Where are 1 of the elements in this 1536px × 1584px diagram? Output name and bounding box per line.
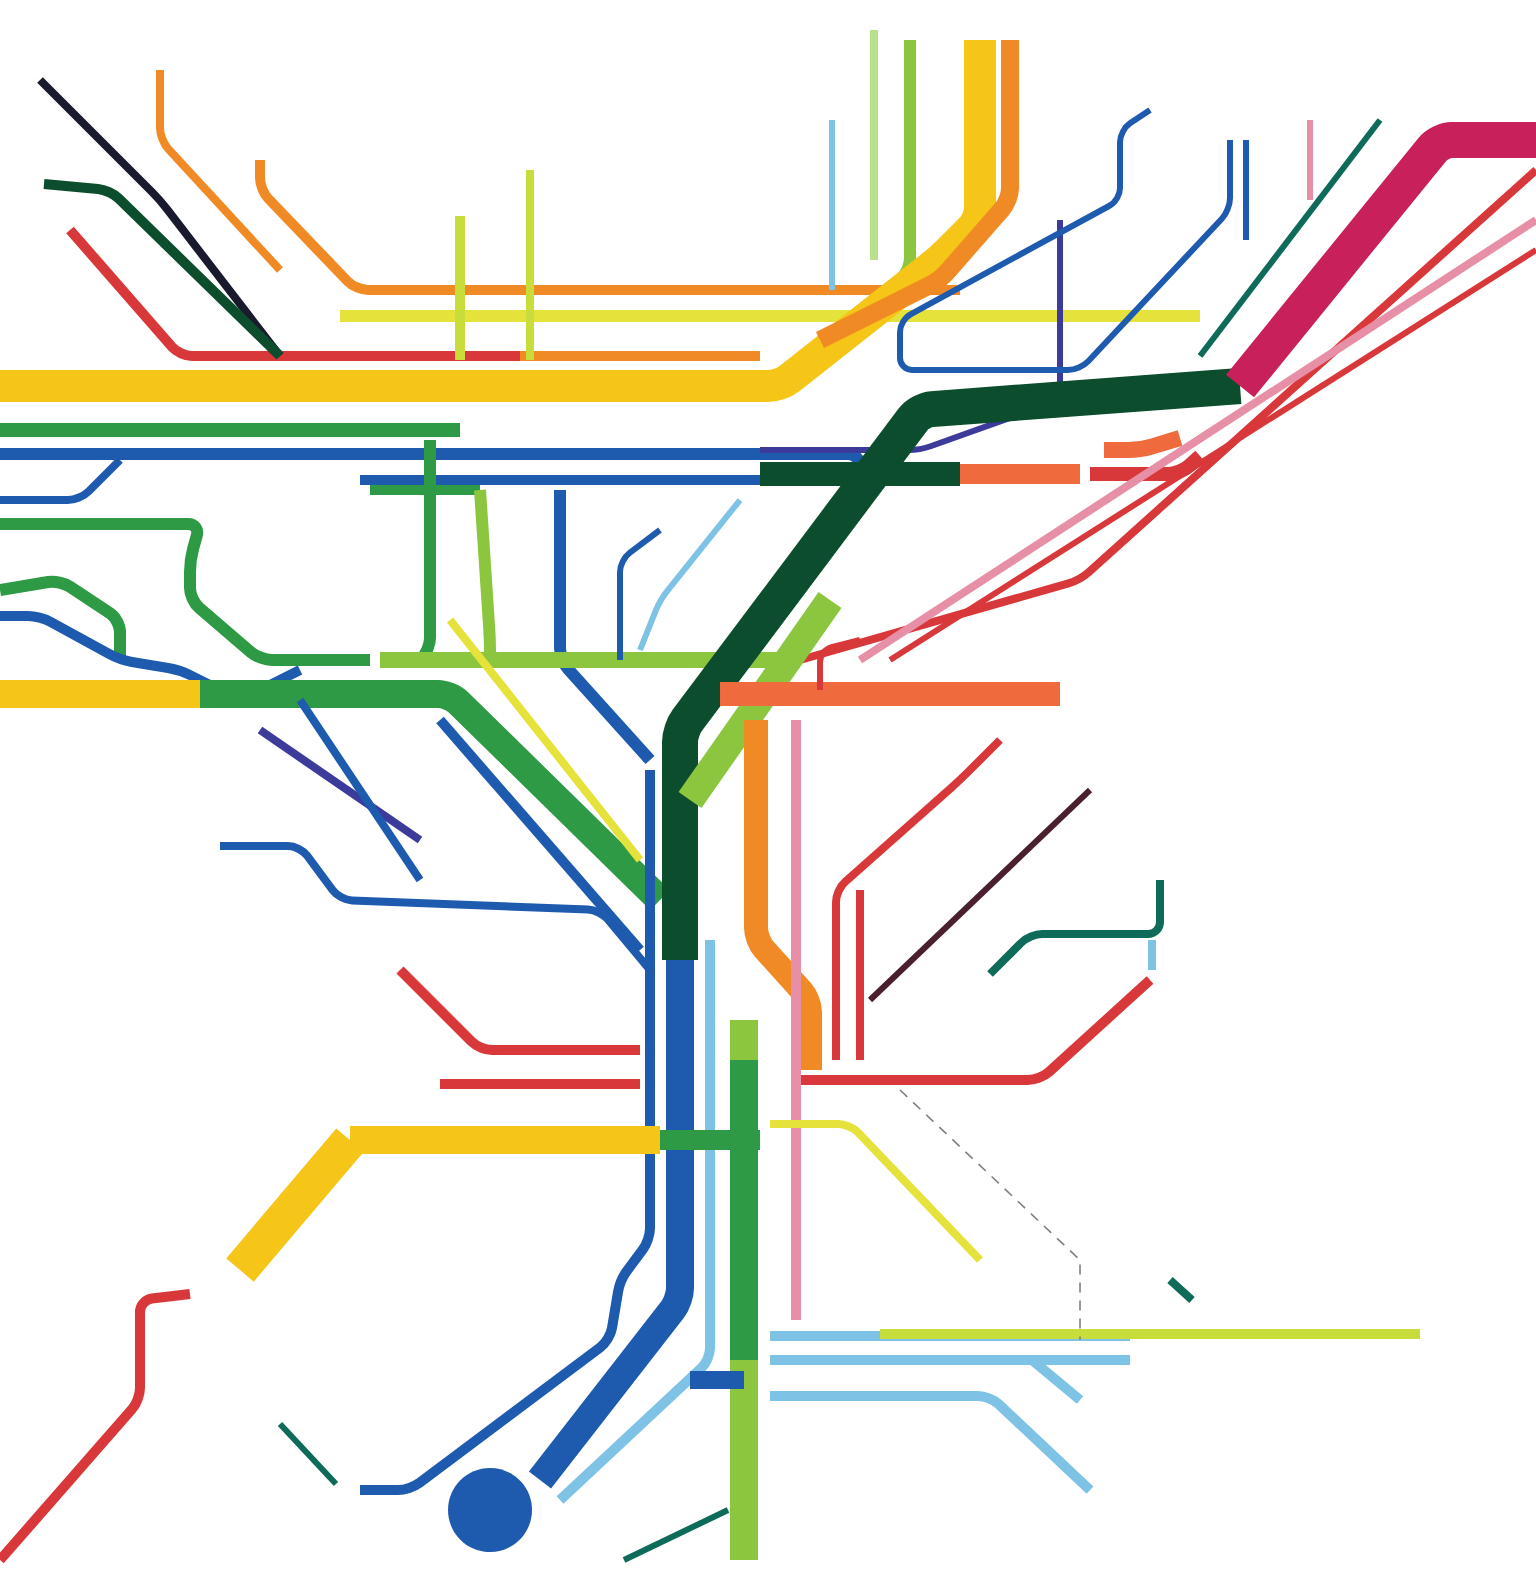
terminus-circle [448, 1468, 532, 1552]
